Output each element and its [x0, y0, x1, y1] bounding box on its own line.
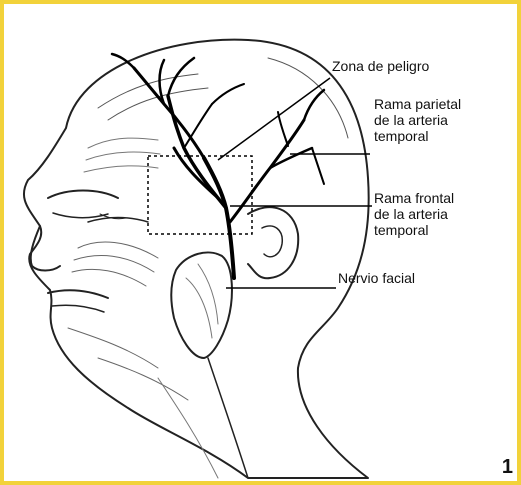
label-danger-zone: Zona de peligro	[332, 58, 429, 74]
parotid-gland	[171, 252, 232, 358]
head-outline	[24, 40, 369, 478]
label-frontal-branch: Rama frontal de la arteria temporal	[374, 190, 454, 238]
danger-zone-box	[148, 156, 252, 234]
label-parietal-branch: Rama parietal de la arteria temporal	[374, 96, 461, 144]
figure-number: 1	[502, 456, 513, 479]
anatomy-figure: Zona de peligro Rama parietal de la arte…	[8, 8, 521, 485]
label-facial-nerve: Nervio facial	[338, 270, 415, 286]
ear	[248, 207, 298, 278]
head-illustration	[8, 8, 521, 485]
